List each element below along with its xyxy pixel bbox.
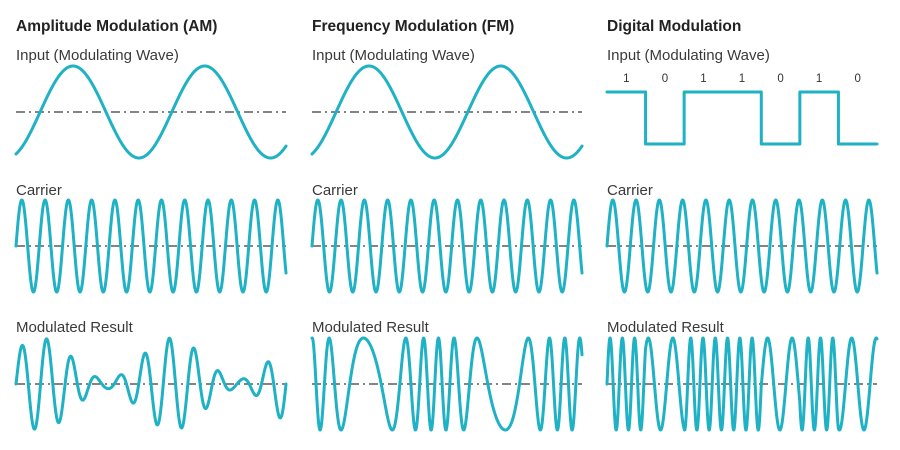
fm-carrier-path xyxy=(310,198,584,294)
fm-input-path xyxy=(310,64,584,160)
bit-label: 0 xyxy=(854,73,860,85)
bit-label: 1 xyxy=(623,73,629,85)
digital-carrier-path xyxy=(605,198,879,294)
fm-result-wave xyxy=(310,336,584,432)
digital-input-label: Input (Modulating Wave) xyxy=(607,47,770,64)
digital-input-wave: 1 0 1 1 0 1 0 xyxy=(605,73,879,146)
am-column: Amplitude Modulation (AM) Input (Modulat… xyxy=(14,0,306,450)
fm-carrier-label: Carrier xyxy=(312,182,358,199)
digital-result-path xyxy=(605,336,879,432)
fm-column: Frequency Modulation (FM) Input (Modulat… xyxy=(310,0,602,450)
am-input-label: Input (Modulating Wave) xyxy=(16,47,179,64)
am-result-wave xyxy=(14,336,288,431)
bit-label: 1 xyxy=(700,73,706,85)
digital-input-path xyxy=(605,90,879,146)
digital-result-label: Modulated Result xyxy=(607,319,724,336)
fm-input-label: Input (Modulating Wave) xyxy=(312,47,475,64)
am-input-wave xyxy=(14,64,288,160)
digital-result-wave xyxy=(605,336,879,432)
digital-bit-labels: 1 0 1 1 0 1 0 xyxy=(623,73,861,85)
am-result-label: Modulated Result xyxy=(16,319,133,336)
fm-carrier-wave xyxy=(310,198,584,294)
am-result-path xyxy=(14,336,288,431)
digital-column: Digital Modulation Input (Modulating Wav… xyxy=(605,0,897,450)
digital-title: Digital Modulation xyxy=(607,18,742,35)
fm-result-label: Modulated Result xyxy=(312,319,429,336)
bit-label: 1 xyxy=(739,73,745,85)
bit-label: 0 xyxy=(777,73,783,85)
fm-title: Frequency Modulation (FM) xyxy=(312,18,515,35)
am-carrier-wave xyxy=(14,198,288,294)
bit-label: 0 xyxy=(662,73,668,85)
bit-label: 1 xyxy=(816,73,822,85)
digital-carrier-wave xyxy=(605,198,879,294)
digital-carrier-label: Carrier xyxy=(607,182,653,199)
fm-input-wave xyxy=(310,64,584,160)
am-carrier-path xyxy=(14,198,288,294)
am-input-path xyxy=(14,64,288,160)
fm-result-path xyxy=(310,336,584,432)
am-title: Amplitude Modulation (AM) xyxy=(16,18,218,35)
am-carrier-label: Carrier xyxy=(16,182,62,199)
